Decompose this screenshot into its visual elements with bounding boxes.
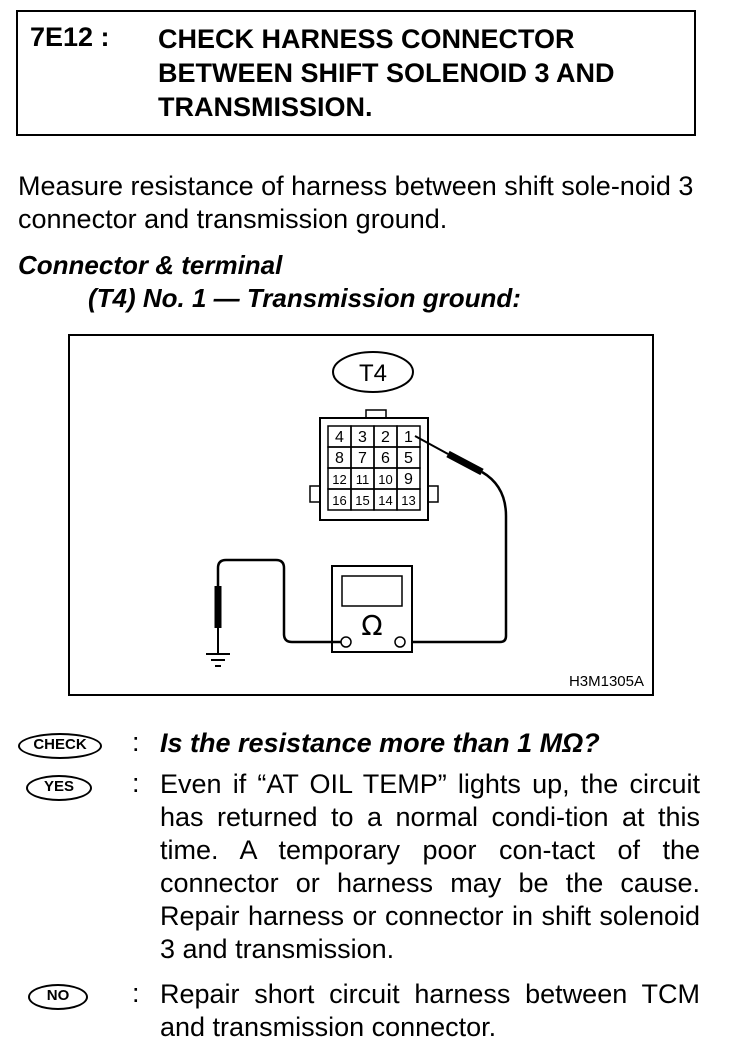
pin-label: 12	[332, 472, 346, 487]
connector-label-ellipse	[332, 351, 414, 393]
yes-text: Even if “AT OIL TEMP” lights up, the cir…	[160, 769, 700, 964]
pin-label: 3	[358, 429, 367, 446]
probe-tip	[414, 435, 449, 455]
check-colon: :	[132, 727, 140, 757]
intro-text: Measure resistance of harness between sh…	[18, 171, 694, 234]
ohmmeter-symbol: Ω	[361, 609, 382, 642]
connector-body	[319, 417, 429, 521]
pin-label: 11	[356, 472, 370, 487]
step-code: 7E12 :	[30, 22, 110, 52]
test-lead-right	[410, 470, 508, 644]
meter-terminal-left	[340, 636, 352, 648]
no-badge: NO	[28, 984, 88, 1010]
connector-terminal-title: Connector & terminal	[18, 250, 283, 280]
no-colon: :	[132, 978, 140, 1008]
test-lead-left	[216, 558, 341, 644]
pin-label: 2	[381, 429, 390, 446]
pin-label: 4	[335, 429, 344, 446]
pin-label: 10	[378, 472, 392, 487]
step-title: CHECK HARNESS CONNECTOR BETWEEN SHIFT SO…	[158, 24, 615, 122]
pin-label: 15	[355, 493, 369, 508]
pin-label: 5	[404, 450, 413, 467]
connector-side-tab-right	[427, 485, 439, 503]
pin-label: 6	[381, 450, 390, 467]
connector-latch	[365, 409, 387, 419]
step-header-box: 7E12 : CHECK HARNESS CONNECTOR BETWEEN S…	[16, 10, 696, 136]
connector-label: T4	[359, 360, 387, 387]
no-text: Repair short circuit harness between TCM…	[160, 979, 700, 1042]
pin-label: 7	[358, 450, 367, 467]
yes-badge: YES	[26, 775, 92, 801]
ohmmeter-display	[341, 575, 403, 607]
pin-label: 9	[404, 471, 413, 488]
connector-side-tab-left	[309, 485, 321, 503]
pin-label: 13	[401, 493, 415, 508]
check-badge: CHECK	[18, 733, 102, 759]
check-question: Is the resistance more than 1 MΩ?	[160, 728, 600, 758]
pin-label: 1	[404, 429, 413, 446]
yes-colon: :	[132, 768, 140, 798]
connector-terminal-detail: (T4) No. 1 — Transmission ground:	[88, 283, 521, 313]
meter-terminal-right	[394, 636, 406, 648]
pin-label: 16	[332, 493, 346, 508]
figure-code: H3M1305A	[569, 673, 644, 690]
pin-cell	[396, 488, 421, 511]
pin-label: 14	[378, 493, 392, 508]
probe-handle	[446, 450, 484, 476]
pin-label: 8	[335, 450, 344, 467]
